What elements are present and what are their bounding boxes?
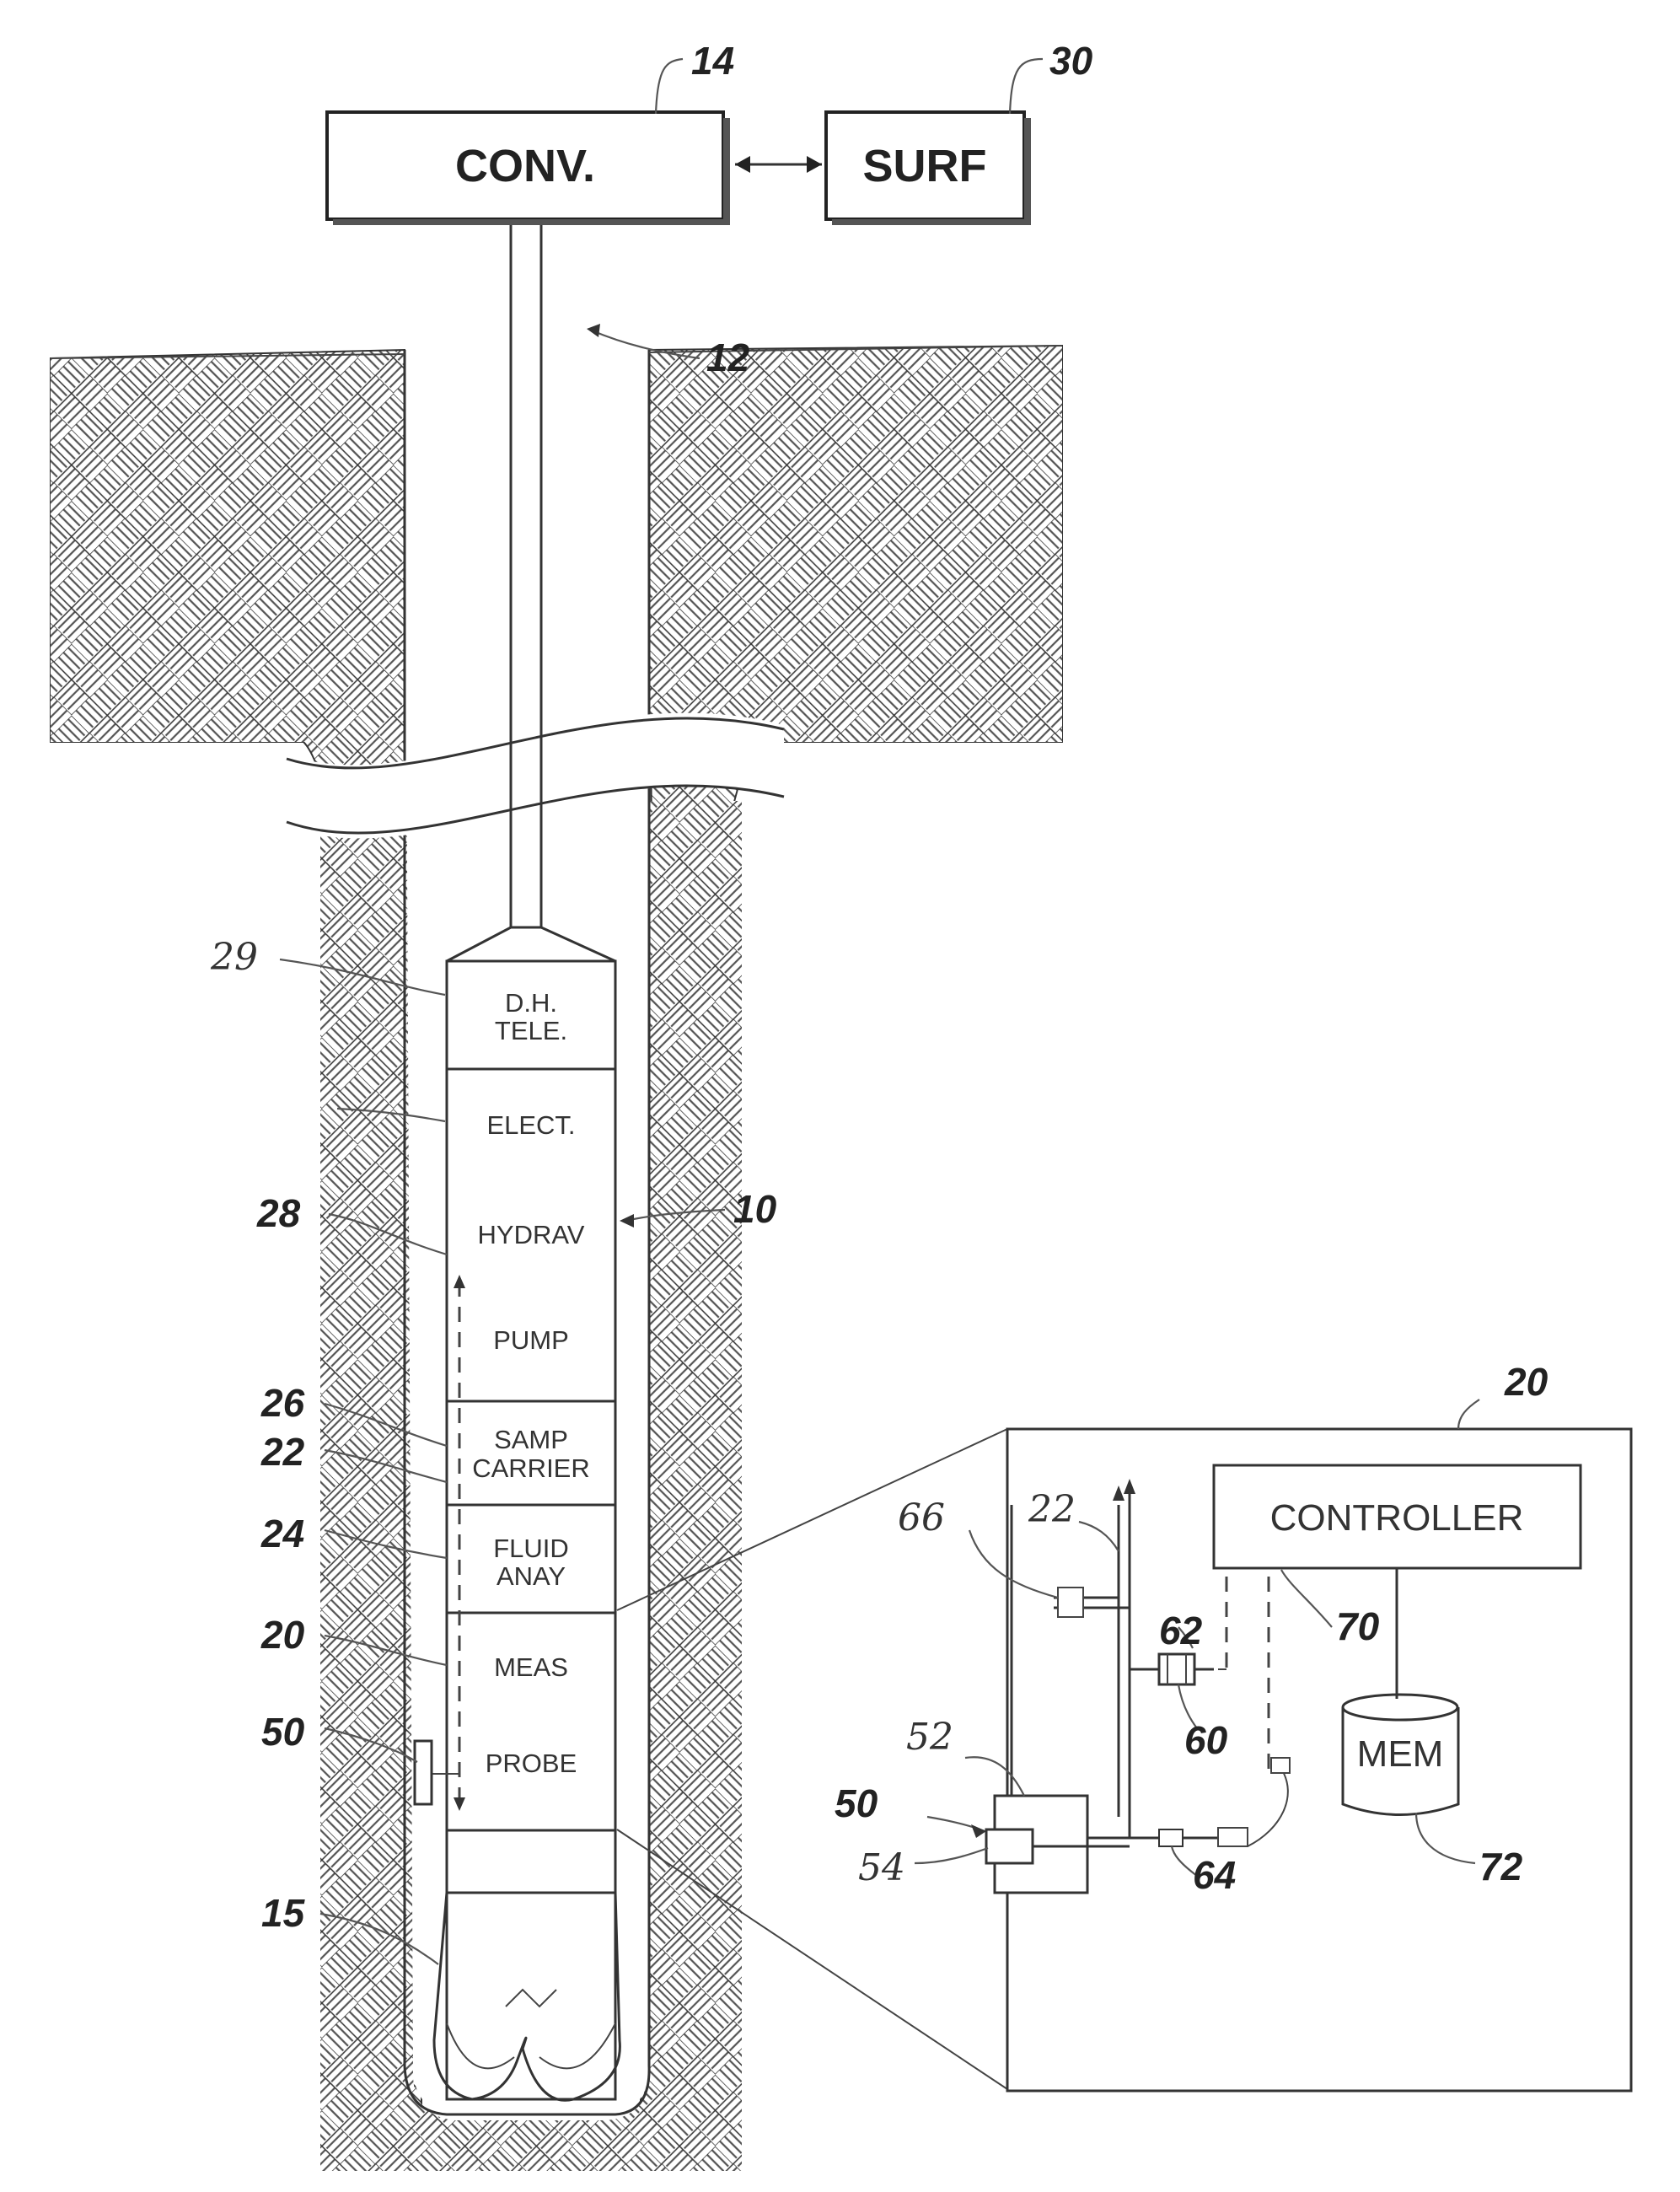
tool-label-telemetry-2: TELE. [495, 1016, 567, 1045]
ref-29: 29 [210, 936, 258, 979]
tool-label-electronics: ELECT. [486, 1110, 575, 1140]
sensor-64b [1218, 1828, 1248, 1846]
tool-label-sample-carrier-2: CARRIER [472, 1453, 590, 1483]
surface-label: SURF [863, 141, 987, 191]
controller-box: CONTROLLER [1214, 1465, 1581, 1568]
formation-upper-right [649, 346, 1062, 742]
valve-66 [1058, 1588, 1083, 1617]
tool-label-fluid-analyzer-2: ANAY [496, 1561, 566, 1591]
ref-inset-50: 50 [835, 1781, 878, 1825]
ref-inset-54: 54 [858, 1846, 905, 1889]
bidirectional-arrow [735, 156, 822, 173]
ref-inset-60: 60 [1184, 1718, 1228, 1762]
sensor-64 [1159, 1829, 1183, 1846]
ref-28: 28 [256, 1191, 301, 1235]
ref-10: 10 [733, 1187, 777, 1231]
downhole-tool [434, 927, 620, 2100]
ref-inset-20: 20 [1504, 1360, 1548, 1404]
ref-inset-72: 72 [1479, 1845, 1523, 1888]
ref-inset-66: 66 [898, 1496, 945, 1539]
ref-30: 30 [1049, 39, 1093, 83]
probe-element-54 [986, 1829, 1033, 1863]
ref-26: 26 [260, 1381, 305, 1425]
tool-label-sample-carrier-1: SAMP [494, 1425, 568, 1454]
inset-detail: CONTROLLER MEM [617, 1429, 1631, 2091]
formation-upper [51, 354, 405, 742]
ref-inset-62: 62 [1159, 1609, 1203, 1652]
converter-label: CONV. [455, 141, 595, 191]
tool-label-probe: PROBE [486, 1749, 577, 1778]
tool-label-hydraulics: HYDRAV [478, 1220, 585, 1249]
ref-inset-52: 52 [906, 1716, 953, 1759]
ref-20: 20 [260, 1613, 305, 1657]
probe-pad [415, 1741, 432, 1804]
ref-inset-70: 70 [1336, 1604, 1380, 1648]
memory-label: MEM [1357, 1733, 1444, 1775]
tool-label-pump: PUMP [493, 1325, 569, 1355]
ref-15: 15 [261, 1891, 306, 1935]
ref-12: 12 [706, 336, 750, 379]
ref-inset-64: 64 [1193, 1853, 1236, 1897]
ref-14: 14 [691, 39, 734, 83]
converter-box: CONV. [327, 112, 730, 225]
ref-22: 22 [260, 1430, 305, 1474]
tool-label-measurement: MEAS [494, 1652, 568, 1682]
tool-label-telemetry-1: D.H. [505, 988, 557, 1018]
controller-label: CONTROLLER [1270, 1497, 1524, 1539]
surface-box: SURF [826, 112, 1031, 225]
tool-label-fluid-analyzer-1: FLUID [493, 1534, 569, 1563]
ref-50: 50 [261, 1710, 305, 1754]
valve-62 [1159, 1654, 1194, 1684]
ref-inset-22: 22 [1028, 1488, 1076, 1531]
ref-24: 24 [260, 1512, 304, 1555]
